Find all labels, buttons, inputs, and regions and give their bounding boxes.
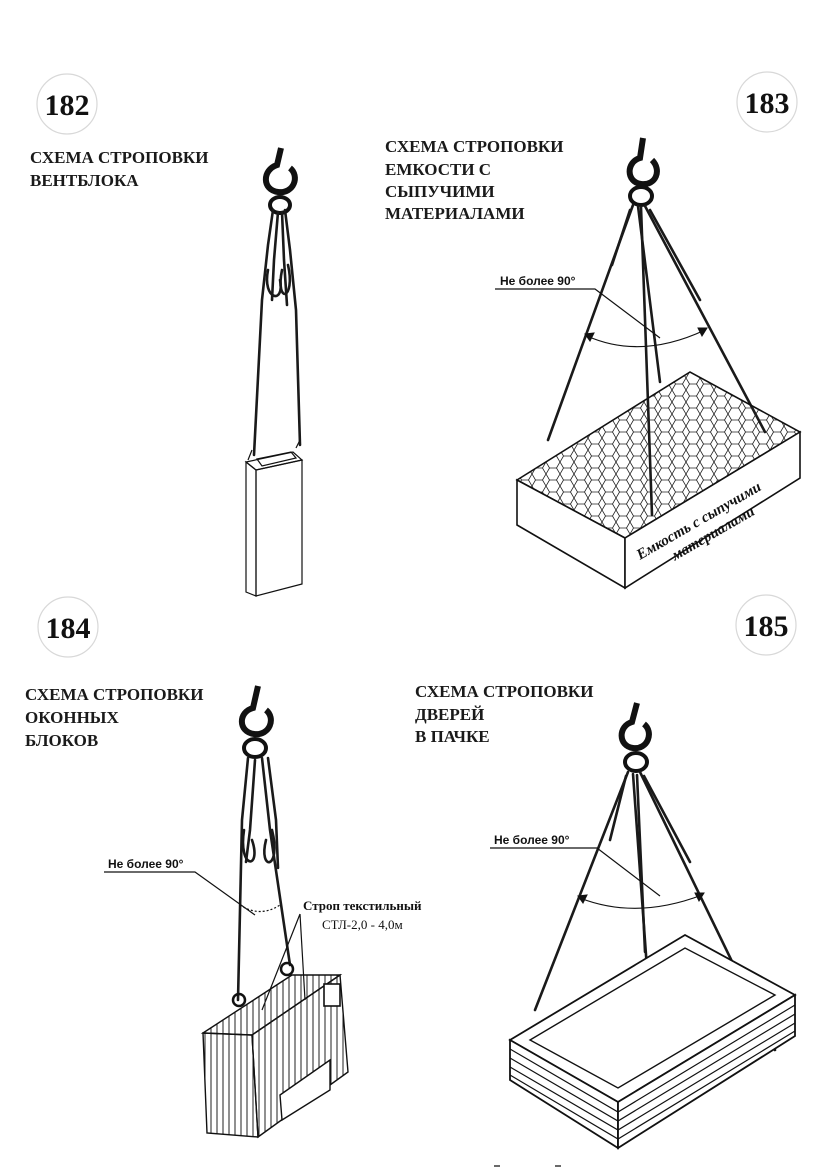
panel-number: 184 [46,612,91,645]
panel-183: 183 СХЕМА СТРОПОВКИ ЕМКОСТИ С СЫПУЧИМИ М… [385,71,802,590]
title-line-2: ОКОННЫХ [25,708,119,727]
title-line-3: СЫПУЧИМИ [385,182,495,201]
angle-note: Не более 90° [108,857,184,871]
title-line-3: В ПАЧКЕ [415,727,490,746]
crane-hook-icon [618,702,652,773]
panel-184: 184 СХЕМА СТРОПОВКИ ОКОННЫХ БЛОКОВ Не бо… [25,596,422,1139]
panel-number: 182 [45,89,90,122]
angle-indicator: Не более 90° [495,274,708,348]
title-line-3: БЛОКОВ [25,731,98,750]
door-stack [508,933,797,1150]
panel-185: 185 СХЕМА СТРОПОВКИ ДВЕРЕЙ В ПАЧКЕ Не бо… [415,594,797,1150]
panel-number-badge: 185 [735,594,797,656]
panel-title: СХЕМА СТРОПОВКИ ДВЕРЕЙ В ПАЧКЕ [415,682,593,746]
crane-hook-icon [626,137,660,207]
window-slings [236,756,292,1002]
title-line-2: ВЕНТБЛОКА [30,171,139,190]
panel-number: 185 [744,610,789,643]
angle-indicator: Не более 90° [104,857,281,916]
title-line-1: СХЕМА СТРОПОВКИ [30,148,208,167]
panel-title: СХЕМА СТРОПОВКИ ВЕНТБЛОКА [30,148,208,190]
panel-number-badge: 184 [37,596,99,658]
crane-hook-icon [262,147,298,215]
vent-block-slings [252,208,302,457]
angle-indicator: Не более 90° [490,833,705,909]
title-line-1: СХЕМА СТРОПОВКИ [385,137,563,156]
title-line-1: СХЕМА СТРОПОВКИ [415,682,593,701]
sling-label-line-1: Строп текстильный [303,898,422,913]
title-line-2: ДВЕРЕЙ [415,705,484,724]
panel-number: 183 [745,87,790,120]
title-line-4: МАТЕРИАЛАМИ [385,204,525,223]
sling-label-line-2: СТЛ-2,0 - 4,0м [322,917,403,932]
title-line-2: ЕМКОСТИ С [385,160,491,179]
angle-note: Не более 90° [494,833,570,847]
angle-note: Не более 90° [500,274,576,288]
bulk-container: Емкость с сыпучими материалами [515,371,802,590]
crane-hook-icon [238,685,274,759]
panel-182: 182 СХЕМА СТРОПОВКИ ВЕНТБЛОКА [30,73,304,597]
panel-number-badge: 182 [36,73,98,135]
title-line-1: СХЕМА СТРОПОВКИ [25,685,203,704]
panel-title: СХЕМА СТРОПОВКИ ОКОННЫХ БЛОКОВ [25,685,203,750]
sling-label: Строп текстильный СТЛ-2,0 - 4,0м [261,898,422,1011]
panel-title: СХЕМА СТРОПОВКИ ЕМКОСТИ С СЫПУЧИМИ МАТЕР… [385,137,563,223]
vent-block [244,439,304,597]
panel-number-badge: 183 [736,71,798,133]
window-blocks-stack [200,961,349,1139]
